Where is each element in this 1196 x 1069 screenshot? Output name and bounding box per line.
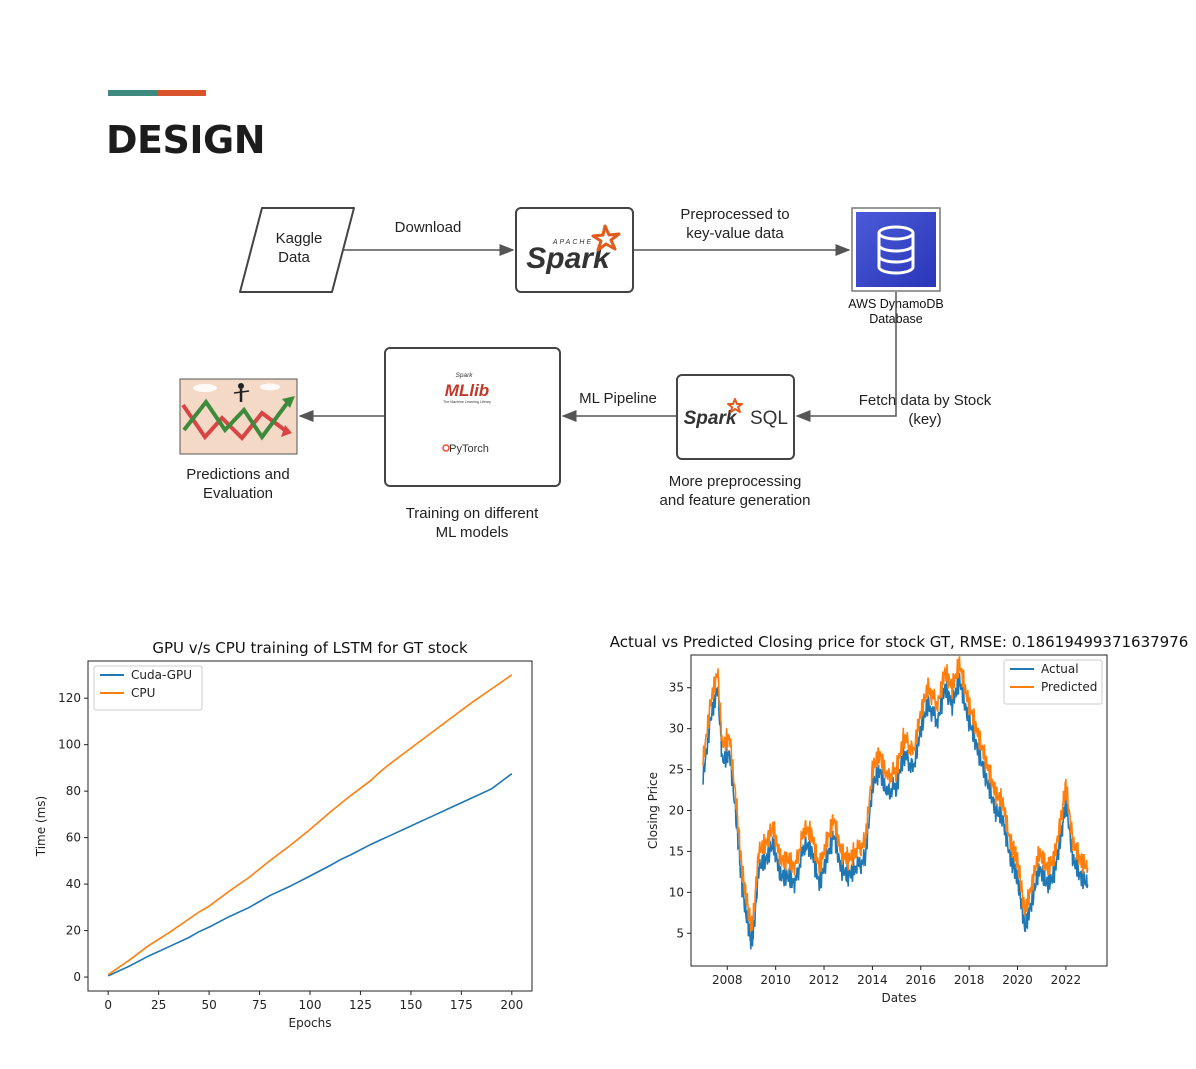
spark-star-icon [591, 224, 621, 252]
training-label-line1: Training on different [406, 505, 539, 522]
more-preprocessing-line1: More preprocessing [669, 473, 802, 490]
spark-logo: Spark [526, 242, 611, 275]
training-node: Spark MLlib The Machine Learning Library… [384, 347, 561, 487]
mllib-spark-label: Spark [456, 372, 474, 379]
kaggle-label-line1: Kaggle [276, 230, 323, 247]
predictions-label-line2: Evaluation [203, 485, 273, 502]
y-tick-label: 35 [669, 681, 684, 695]
more-preprocessing-line2: and feature generation [660, 492, 811, 509]
database-icon [877, 225, 915, 275]
kaggle-data-node: Kaggle Data [239, 207, 355, 293]
pytorch-label: PyTorch [449, 443, 489, 455]
y-axis-label: Closing Price [646, 772, 660, 849]
legend-label: Predicted [1041, 680, 1097, 694]
x-tick-label: 50 [201, 998, 216, 1012]
x-tick-label: 2014 [857, 973, 888, 987]
x-tick-label: 100 [299, 998, 322, 1012]
mllib-logo: MLlib [445, 381, 489, 400]
x-tick-label: 2012 [809, 973, 840, 987]
apache-spark-node: APACHE Spark [515, 207, 634, 293]
mllib-sublabel: The Machine Learning Library [443, 400, 491, 404]
chart-title: GPU v/s CPU training of LSTM for GT stoc… [152, 639, 468, 657]
x-tick-label: 125 [349, 998, 372, 1012]
x-tick-label: 200 [500, 998, 523, 1012]
chart-title: Actual vs Predicted Closing price for st… [610, 633, 1189, 651]
y-tick-label: 0 [73, 970, 81, 984]
predictions-label-line1: Predictions and [186, 466, 289, 483]
x-tick-label: 25 [151, 998, 166, 1012]
x-tick-label: 2010 [760, 973, 791, 987]
x-tick-label: 2018 [954, 973, 985, 987]
page-title: DESIGN [106, 118, 266, 162]
y-tick-label: 40 [66, 877, 81, 891]
x-axis-label: Epochs [289, 1016, 332, 1030]
y-tick-label: 80 [66, 784, 81, 798]
plot-area [690, 654, 1108, 967]
kaggle-label-line2: Data [278, 249, 310, 266]
y-tick-label: 20 [66, 924, 81, 938]
y-tick-label: 100 [58, 738, 81, 752]
y-tick-label: 25 [669, 763, 684, 777]
y-tick-label: 60 [66, 831, 81, 845]
actual-vs-predicted-chart: Actual vs Predicted Closing price for st… [610, 633, 1189, 1005]
preprocessed-label-line2: key-value data [686, 225, 784, 242]
gpu-cpu-training-chart: GPU v/s CPU training of LSTM for GT stoc… [34, 639, 533, 1030]
preprocessed-label-line1: Preprocessed to [680, 206, 789, 223]
x-tick-label: 150 [399, 998, 422, 1012]
series-line-actual [702, 672, 1089, 950]
legend [1003, 659, 1103, 705]
legend-label: Cuda-GPU [131, 668, 192, 682]
sparksql-star-icon [727, 398, 743, 413]
y-tick-label: 15 [669, 844, 684, 858]
series-line-cpu [107, 674, 513, 976]
spark-apache-label: APACHE [552, 239, 593, 246]
y-tick-label: 120 [58, 691, 81, 705]
arrow-fetch [795, 292, 897, 422]
plot-area [87, 660, 533, 992]
y-axis-label: Time (ms) [34, 796, 48, 858]
training-label-line2: ML models [436, 524, 509, 541]
dynamodb-node: AWS DynamoDB Database [848, 207, 944, 326]
accent-bar-teal [108, 90, 158, 96]
x-tick-label: 2008 [712, 973, 743, 987]
x-tick-label: 2022 [1051, 973, 1082, 987]
x-tick-label: 2020 [1002, 973, 1033, 987]
y-tick-label: 20 [669, 804, 684, 818]
y-tick-label: 30 [669, 722, 684, 736]
x-tick-label: 2016 [905, 973, 936, 987]
ml-pipeline-label: ML Pipeline [579, 390, 657, 407]
accent-bar-orange [158, 90, 206, 96]
series-line-predicted [702, 656, 1089, 932]
fetch-label-line1: Fetch data by Stock [859, 392, 992, 409]
x-tick-label: 75 [252, 998, 267, 1012]
legend-label: CPU [131, 686, 155, 700]
spark-sql-node: Spark SQL [676, 374, 795, 460]
architecture-diagram: Kaggle Data Download APACHE Spark Prepro… [179, 206, 992, 541]
download-label: Download [395, 219, 462, 236]
y-tick-label: 5 [676, 926, 684, 940]
pytorch-icon [442, 444, 450, 452]
sparksql-sql-label: SQL [750, 408, 788, 429]
sparksql-spark-logo: Spark [684, 408, 738, 429]
fetch-label-line2: (key) [908, 411, 941, 428]
legend-label: Actual [1041, 662, 1079, 676]
series-line-cuda-gpu [107, 773, 513, 977]
x-tick-label: 175 [450, 998, 473, 1012]
x-axis-label: Dates [882, 991, 917, 1005]
legend [93, 665, 203, 711]
stock-trend-illustration [179, 378, 298, 455]
y-tick-label: 10 [669, 885, 684, 899]
x-tick-label: 0 [104, 998, 112, 1012]
